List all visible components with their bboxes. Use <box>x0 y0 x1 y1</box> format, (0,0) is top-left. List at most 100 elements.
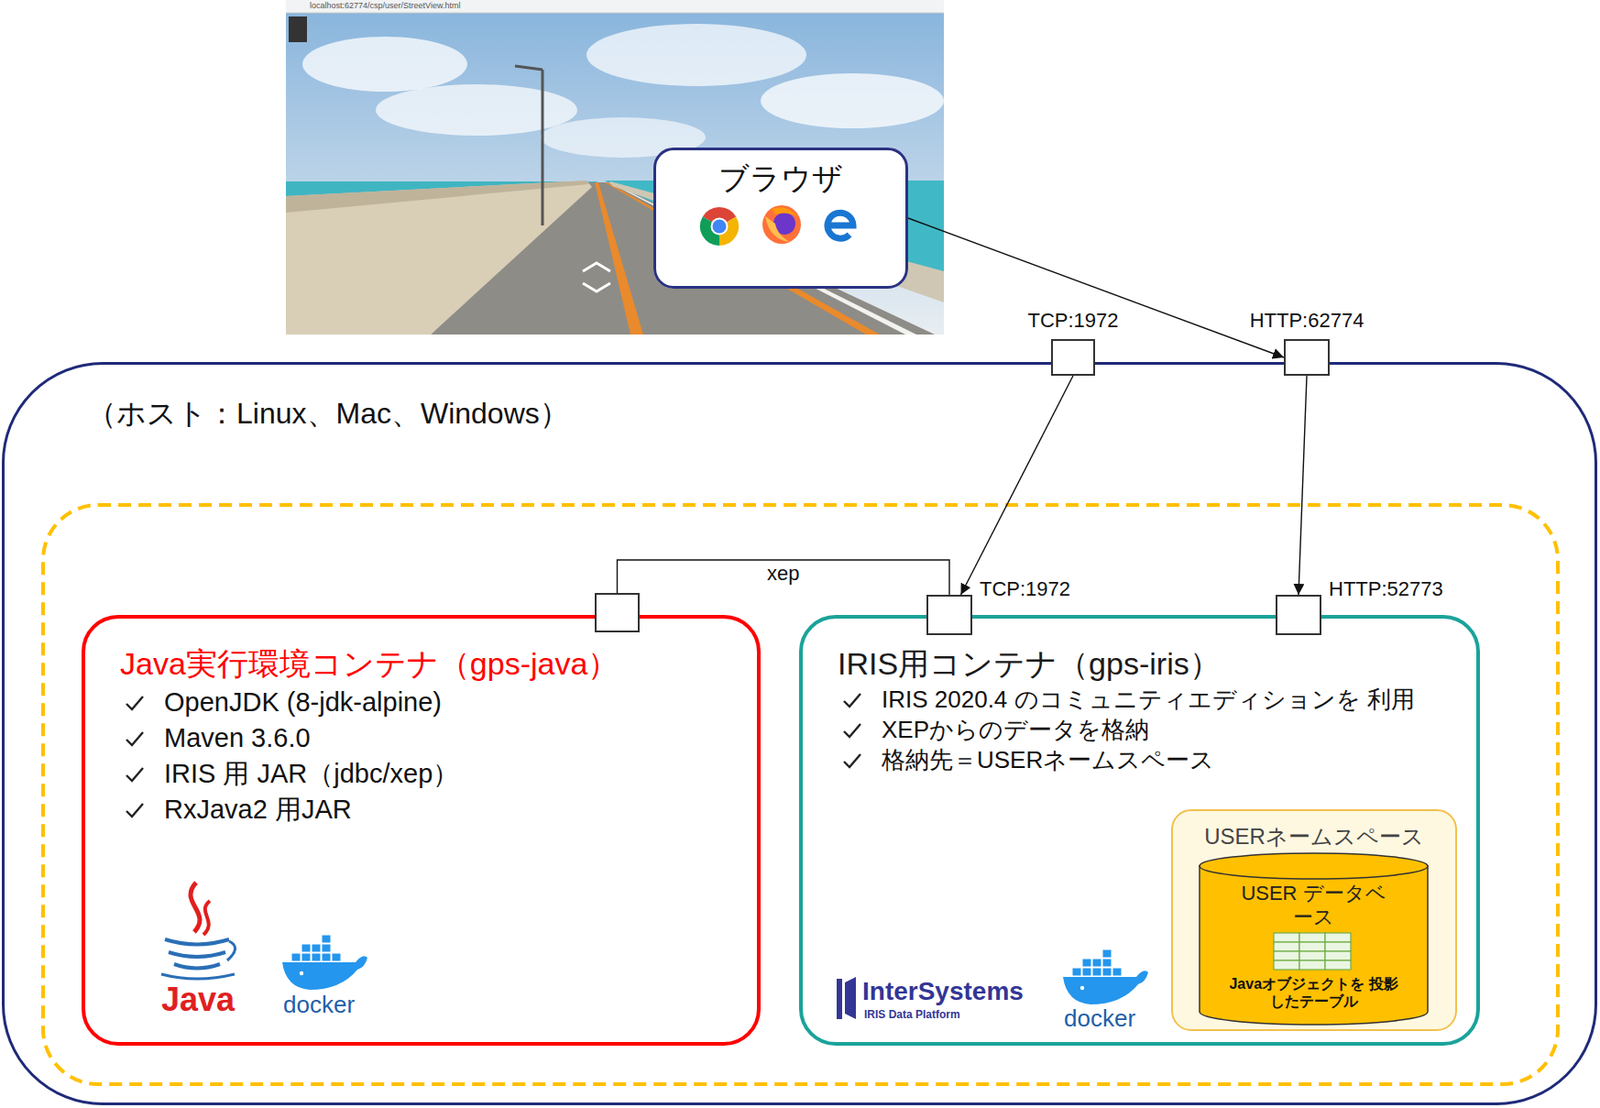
host-machine-frame: （ホスト：Linux、Mac、Windows）TCP:1972HTTP:6277… <box>1 361 1598 1106</box>
firefox-icon <box>765 216 790 242</box>
check-mark <box>126 767 143 781</box>
check-mark <box>843 754 861 768</box>
java-logo <box>161 974 235 979</box>
intersystems-logo <box>836 978 843 1020</box>
edge-icon <box>827 212 854 239</box>
check-mark <box>123 763 146 786</box>
table-icon <box>1299 932 1326 943</box>
connector <box>908 218 1284 358</box>
intersystems-logo <box>844 976 856 1020</box>
table-icon <box>1273 942 1300 952</box>
database-label: USER データベース <box>1240 881 1388 930</box>
firefox-icon <box>771 207 798 217</box>
logo-text: docker <box>1063 1004 1136 1032</box>
street-view-screenshot <box>760 73 944 129</box>
check-mark <box>841 719 864 742</box>
check-mark <box>841 749 864 772</box>
street-view-screenshot <box>285 180 592 335</box>
logo-text: InterSystems <box>862 976 1024 1007</box>
logo-text: docker <box>283 990 355 1019</box>
java-logo <box>190 882 200 932</box>
docker-network-frame <box>43 504 1558 1085</box>
firefox-icon <box>762 205 801 244</box>
table-icon <box>1273 951 1300 961</box>
list-item: IRIS 2020.4 のコミュニティエディションを 利用 <box>837 684 1458 715</box>
table-icon <box>1273 932 1300 943</box>
host-label: （ホスト：Linux、Mac、Windows） <box>87 395 570 431</box>
java-logo <box>168 952 226 957</box>
list-item: XEPからのデータを格納 <box>837 714 1458 746</box>
logo-text: IRIS Data Platform <box>864 1008 961 1021</box>
port-label: HTTP:52773 <box>1328 578 1444 601</box>
browser-label: ブラウザ <box>656 161 906 197</box>
table-icon <box>1299 942 1326 952</box>
check-mark <box>123 691 146 714</box>
street-view-screenshot <box>586 23 807 87</box>
docker-logo <box>282 934 368 990</box>
edge-icon <box>827 212 854 239</box>
connector <box>961 375 1074 595</box>
chrome-icon <box>711 218 729 236</box>
table-icon <box>1325 951 1351 961</box>
check-mark <box>126 696 143 710</box>
connector <box>1298 375 1307 595</box>
check-mark <box>843 723 861 737</box>
cylinder-outline <box>1199 853 1428 879</box>
street-view-screenshot <box>285 0 944 335</box>
port-box: TCP:1972 <box>926 594 973 636</box>
logo-text: Java <box>161 980 235 1019</box>
namespace-box: USERネームスペース USER データベース Javaオブジェクトを 投影したテー… <box>1171 809 1458 1031</box>
port-box: HTTP:62774 <box>1283 339 1330 376</box>
connector-label: xep <box>763 562 803 585</box>
list-item: Maven 3.6.0 <box>120 720 739 757</box>
port-label: HTTP:62774 <box>1249 309 1365 332</box>
street-view-screenshot <box>285 0 944 335</box>
container-title: IRIS用コンテナ（gps-iris） <box>837 644 1458 683</box>
street-view-screenshot <box>515 65 543 70</box>
intersystems-logo <box>836 976 856 1020</box>
table-icon <box>1325 942 1351 952</box>
street-view-screenshot <box>375 84 578 136</box>
cylinder-outline <box>1199 865 1428 1025</box>
browser-fill <box>653 147 909 289</box>
check-mark <box>841 689 864 712</box>
table-icon <box>1325 932 1351 943</box>
port-label: TCP:1972 <box>1027 309 1118 332</box>
table-icon <box>1299 960 1326 970</box>
street-view-screenshot <box>582 263 611 272</box>
port-box <box>594 592 640 633</box>
java-logo <box>164 939 230 945</box>
java-logo <box>227 941 236 961</box>
table-icon <box>1273 960 1300 970</box>
list-item: OpenJDK (8-jdk-alpine) <box>120 684 739 721</box>
container-title: Java実行環境コンテナ（gps-java） <box>120 644 739 683</box>
street-view-screenshot <box>594 182 644 335</box>
check-mark <box>123 799 146 822</box>
port-label: TCP:1972 <box>979 578 1071 601</box>
list-item: RxJava2 用JAR <box>120 791 739 828</box>
chrome-icon <box>700 207 739 246</box>
database-label: Javaオブジェクトを 投影したテーブル <box>1224 975 1404 1010</box>
url-text: localhost:62774/csp/user/StreetView.html <box>309 0 461 11</box>
java-logo <box>161 882 236 979</box>
java-logo <box>203 900 210 935</box>
street-view-screenshot <box>582 283 611 292</box>
check-mark <box>843 693 861 707</box>
database-cylinder: USER データベース Javaオブジェクトを 投影したテーブル <box>1198 852 1429 1027</box>
street-view-screenshot <box>288 16 307 43</box>
street-view-screenshot <box>541 69 545 226</box>
container-content: Java実行環境コンテナ（gps-java）OpenJDK (8-jdk-alp… <box>120 644 739 828</box>
port-box: HTTP:52773 <box>1275 594 1322 636</box>
check-mark <box>123 727 146 750</box>
connector <box>617 559 951 595</box>
street-view-screenshot <box>285 12 944 14</box>
check-mark <box>126 732 143 746</box>
namespace-label: USERネームスペース <box>1172 823 1456 850</box>
browser-box: ブラウザ <box>653 147 909 289</box>
table-icon <box>1299 951 1326 961</box>
check-mark <box>126 803 143 817</box>
docker-logo <box>1063 949 1149 1005</box>
list-item: 格納先＝USERネームスペース <box>837 745 1458 776</box>
street-view-screenshot <box>302 36 468 92</box>
